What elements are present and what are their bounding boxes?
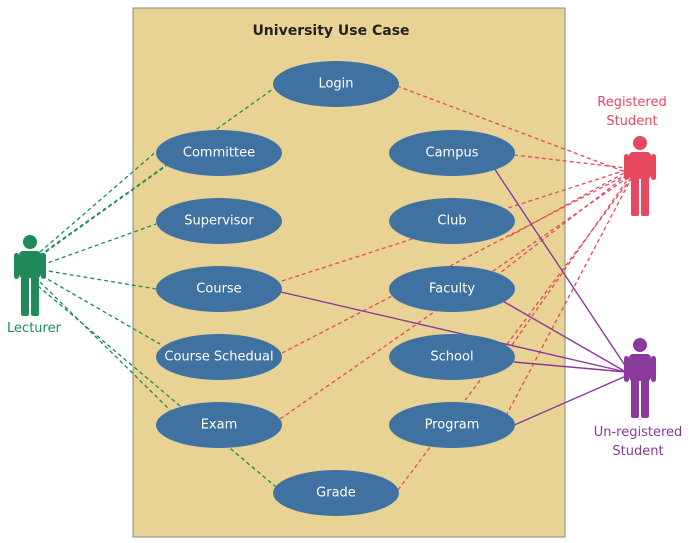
use-case-label: Course Schedual <box>164 350 273 365</box>
actor-registered-student[interactable]: Registered Student <box>597 95 667 216</box>
assoc-unregistered-course <box>280 291 627 373</box>
use-case-exam[interactable]: Exam <box>156 402 282 448</box>
assoc-lecturer-committee-2 <box>39 165 167 257</box>
assoc-unregistered-school <box>513 361 627 373</box>
person-icon <box>624 136 656 216</box>
actor-label-line1: Un-registered <box>594 425 683 440</box>
use-case-label: Supervisor <box>184 214 254 229</box>
use-case-campus[interactable]: Campus <box>389 130 515 176</box>
use-case-label: Committee <box>183 146 255 161</box>
assoc-lecturer-course-schedual <box>41 275 161 345</box>
system-title: University Use Case <box>252 23 409 39</box>
use-case-label: School <box>430 350 473 365</box>
use-case-course-schedual[interactable]: Course Schedual <box>156 334 282 380</box>
use-case-label: Program <box>425 418 480 433</box>
use-case-label: Club <box>437 214 466 229</box>
use-case-course[interactable]: Course <box>156 266 282 312</box>
lecturer-associations <box>37 88 277 488</box>
assoc-registered-course <box>281 169 627 282</box>
actor-label-line1: Registered <box>597 95 667 110</box>
use-case-committee[interactable]: Committee <box>156 130 282 176</box>
use-case-club[interactable]: Club <box>389 198 515 244</box>
actor-label-line2: Student <box>606 114 657 129</box>
assoc-lecturer-grade <box>37 285 277 488</box>
person-icon <box>14 235 46 316</box>
assoc-registered-club <box>509 171 627 237</box>
assoc-registered-course-schedual <box>281 173 629 354</box>
unregistered-associations <box>280 167 629 427</box>
use-case-login[interactable]: Login <box>273 61 399 107</box>
actor-label: Lecturer <box>7 321 62 336</box>
assoc-registered-campus <box>513 154 627 169</box>
use-case-label: Course <box>196 282 241 297</box>
actor-lecturer[interactable]: Lecturer <box>7 235 62 336</box>
assoc-registered-school <box>511 175 631 346</box>
actor-unregistered-student[interactable]: Un-registered Student <box>594 338 683 459</box>
use-case-label: Login <box>318 77 353 92</box>
use-case-label: Grade <box>316 486 356 501</box>
use-case-supervisor[interactable]: Supervisor <box>156 198 282 244</box>
use-case-program[interactable]: Program <box>389 402 515 448</box>
use-case-faculty[interactable]: Faculty <box>389 266 515 312</box>
assoc-unregistered-campus <box>493 167 629 371</box>
use-case-grade[interactable]: Grade <box>273 470 399 516</box>
assoc-lecturer-exam <box>39 281 171 411</box>
person-icon <box>624 338 656 418</box>
use-case-school[interactable]: School <box>389 334 515 380</box>
assoc-lecturer-supervisor <box>41 223 157 266</box>
assoc-registered-login <box>396 85 629 174</box>
assoc-unregistered-faculty <box>493 295 627 373</box>
use-case-label: Campus <box>426 146 479 161</box>
actor-label-line2: Student <box>612 444 663 459</box>
assoc-lecturer-course <box>41 269 157 290</box>
assoc-lecturer-committee-1 <box>39 149 159 253</box>
use-case-label: Exam <box>201 418 238 433</box>
assoc-registered-program <box>505 176 633 417</box>
use-case-label: Faculty <box>429 282 475 297</box>
assoc-unregistered-program <box>511 375 627 427</box>
